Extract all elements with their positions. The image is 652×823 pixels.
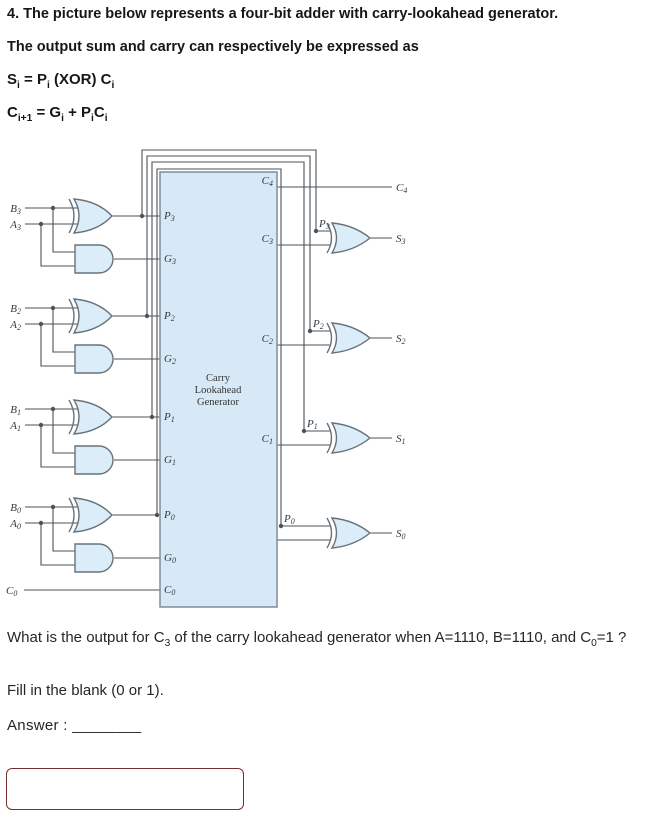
wire-junction-dots bbox=[38, 205, 319, 529]
port-label-c4: C4 bbox=[262, 175, 273, 188]
sum-xor-gate-2 bbox=[330, 322, 372, 354]
label-p2-tap: P2 bbox=[312, 318, 324, 331]
label-p3-tap: P3 bbox=[318, 218, 330, 231]
port-label-p1: P1 bbox=[163, 411, 175, 424]
circuit-diagram: Carry Lookahead Generator B3 A3 B2 A2 B bbox=[6, 149, 407, 608]
label-p1-tap: P1 bbox=[306, 418, 318, 431]
port-label-c0: C0 bbox=[164, 584, 175, 597]
label-p0-tap: P0 bbox=[283, 513, 295, 526]
sum-xor-gate-3 bbox=[330, 222, 372, 254]
answer-line: Answer : ________ bbox=[7, 717, 141, 734]
port-label-g1: G1 bbox=[164, 454, 176, 467]
input-and-gates bbox=[74, 244, 114, 573]
answer-label: Answer : bbox=[7, 717, 68, 734]
block-title-line3: Generator bbox=[197, 397, 239, 408]
fill-blank-instruction: Fill in the blank (0 or 1). bbox=[7, 682, 164, 699]
xor-gate-bit3 bbox=[72, 198, 113, 234]
label-s2-output: S2 bbox=[396, 333, 406, 346]
intro-sentence: The output sum and carry can respectivel… bbox=[7, 39, 419, 55]
and-gate-bit1 bbox=[74, 445, 114, 475]
label-b3: B3 bbox=[10, 203, 21, 216]
question-text: What is the output for C3 of the carry l… bbox=[7, 629, 627, 649]
answer-input[interactable] bbox=[6, 768, 244, 810]
port-label-g2: G2 bbox=[164, 353, 176, 366]
xor-gate-bit0 bbox=[72, 497, 113, 533]
port-label-g0: G0 bbox=[164, 552, 176, 565]
label-a0: A0 bbox=[9, 518, 21, 531]
port-label-g3: G3 bbox=[164, 253, 176, 266]
and-gate-bit0 bbox=[74, 543, 114, 573]
label-s0-output: S0 bbox=[396, 528, 406, 541]
label-c0-external: C0 bbox=[6, 585, 17, 598]
port-label-p3: P3 bbox=[163, 210, 175, 223]
diagram-labels: B3 A3 B2 A2 B1 A1 B0 A0 C0 P3 G3 P2 G2 P… bbox=[6, 175, 407, 598]
input-xor-gates bbox=[68, 198, 113, 533]
port-label-c1: C1 bbox=[262, 433, 273, 446]
carry-formula: Ci+1 = Gi + PiCi bbox=[7, 104, 108, 124]
label-s3-output: S3 bbox=[396, 233, 406, 246]
label-b2: B2 bbox=[10, 303, 21, 316]
xor-gate-bit2 bbox=[72, 298, 113, 334]
sum-xor-gates bbox=[326, 222, 372, 549]
label-s1-output: S1 bbox=[396, 433, 406, 446]
block-title-line2: Lookahead bbox=[195, 385, 242, 396]
port-label-p0: P0 bbox=[163, 509, 175, 522]
port-label-c3: C3 bbox=[262, 233, 273, 246]
label-a1: A1 bbox=[9, 420, 21, 433]
label-c4-output: C4 bbox=[396, 182, 407, 195]
block-title-line1: Carry bbox=[206, 373, 231, 384]
carry-lookahead-generator-box bbox=[159, 171, 278, 608]
label-a2: A2 bbox=[9, 319, 21, 332]
and-gate-bit2 bbox=[74, 344, 114, 374]
answer-blank: ________ bbox=[72, 717, 142, 734]
port-label-p2: P2 bbox=[163, 310, 175, 323]
question-number-title: 4. The picture below represents a four-b… bbox=[7, 6, 559, 22]
sum-xor-gate-1 bbox=[330, 422, 372, 454]
xor-gate-bit1 bbox=[72, 399, 113, 435]
label-b0: B0 bbox=[10, 502, 21, 515]
sum-formula: Si = Pi (XOR) Ci bbox=[7, 71, 115, 91]
port-label-c2: C2 bbox=[262, 333, 273, 346]
sum-xor-gate-0 bbox=[330, 517, 372, 549]
and-gate-bit3 bbox=[74, 244, 114, 274]
label-a3: A3 bbox=[9, 219, 21, 232]
label-b1: B1 bbox=[10, 404, 21, 417]
